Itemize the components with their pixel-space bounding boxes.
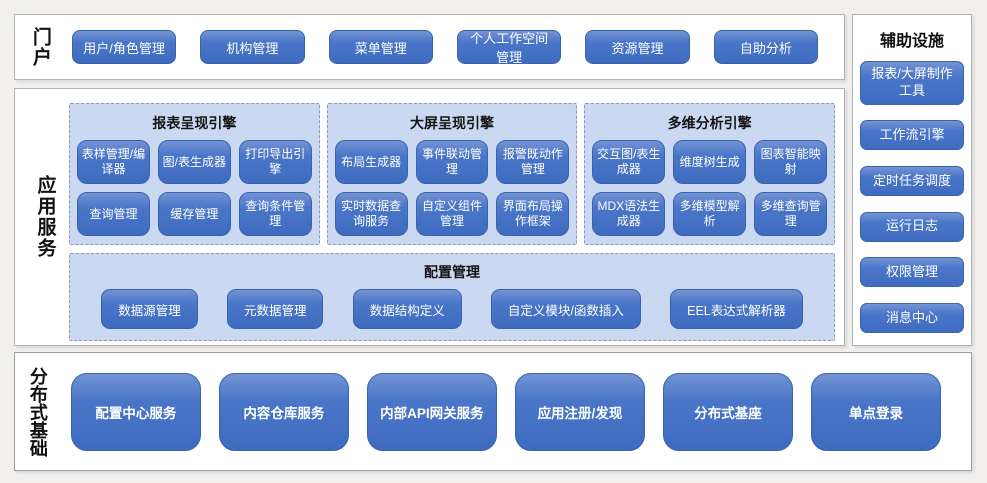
portal-node-workspace: 个人工作空间管理 [456, 30, 562, 65]
auxiliary-node-scheduler: 定时任务调度 [860, 166, 964, 197]
config-node-row: 数据源管理 元数据管理 数据结构定义 自定义模块/函数插入 EEL表达式解析器 [82, 289, 822, 329]
app-services-body: 报表呈现引擎 表样管理/编译器 图/表生成器 打印导出引擎 查询管理 缓存管理 … [69, 89, 844, 345]
portal-node-selfservice: 自助分析 [713, 30, 819, 64]
auxiliary-node-logs: 运行日志 [860, 211, 964, 242]
engine-node: 交互图/表生成器 [592, 140, 666, 184]
config-node: EEL表达式解析器 [670, 289, 803, 329]
engine-title: 大屏呈现引擎 [410, 115, 494, 131]
engine-node: 布局生成器 [334, 140, 408, 184]
engine-panel-olap: 多维分析引擎 交互图/表生成器 维度树生成 图表智能映射 MDX语法生成器 多维… [584, 103, 836, 245]
engine-node: MDX语法生成器 [592, 192, 666, 236]
engine-title: 多维分析引擎 [667, 115, 752, 131]
config-node: 元数据管理 [226, 289, 324, 329]
engine-node: 多维查询管理 [754, 192, 828, 236]
foundation-section: 分布式基础 配置中心服务 内容仓库服务 内部API网关服务 应用注册/发现 分布… [14, 352, 972, 471]
auxiliary-node-workflow: 工作流引擎 [860, 120, 964, 151]
engine-node: 维度树生成 [673, 140, 747, 184]
foundation-node-config-center: 配置中心服务 [70, 372, 201, 451]
engine-node: 打印导出引擎 [238, 140, 312, 184]
config-node: 数据结构定义 [352, 289, 462, 329]
auxiliary-node-permissions: 权限管理 [860, 257, 964, 288]
foundation-node-app-registry: 应用注册/发现 [514, 372, 645, 451]
config-title: 配置管理 [424, 264, 480, 280]
engine-row: 报表呈现引擎 表样管理/编译器 图/表生成器 打印导出引擎 查询管理 缓存管理 … [69, 103, 836, 245]
foundation-node-content-repo: 内容仓库服务 [218, 372, 349, 451]
engine-node: 多维模型解析 [673, 192, 747, 236]
portal-node-row: 用户/角色管理 机构管理 菜单管理 个人工作空间管理 资源管理 自助分析 [50, 30, 844, 65]
foundation-node-row: 配置中心服务 内容仓库服务 内部API网关服务 应用注册/发现 分布式基座 单点… [47, 372, 971, 451]
engine-node: 自定义组件管理 [415, 192, 489, 236]
engine-node: 图表智能映射 [754, 140, 828, 184]
engine-node: 表样管理/编译器 [77, 140, 150, 184]
engine-node: 实时数据查询服务 [334, 192, 408, 236]
engine-node: 查询条件管理 [238, 192, 312, 236]
foundation-section-label: 分布式基础 [27, 366, 48, 457]
portal-node-organization: 机构管理 [200, 30, 305, 64]
auxiliary-node-message-center: 消息中心 [860, 302, 964, 333]
portal-node-menu: 菜单管理 [328, 30, 433, 64]
config-panel: 配置管理 数据源管理 元数据管理 数据结构定义 自定义模块/函数插入 EEL表达… [69, 253, 835, 341]
engine-panel-report: 报表呈现引擎 表样管理/编译器 图/表生成器 打印导出引擎 查询管理 缓存管理 … [69, 103, 320, 245]
portal-node-user-role: 用户/角色管理 [71, 30, 177, 64]
auxiliary-section-title: 辅助设施 [879, 33, 944, 50]
foundation-node-sso: 单点登录 [810, 372, 941, 451]
auxiliary-node-authoring-tools: 报表/大屏制作工具 [860, 61, 964, 105]
foundation-node-api-gateway: 内部API网关服务 [366, 372, 497, 451]
auxiliary-node-column: 报表/大屏制作工具 工作流引擎 定时任务调度 运行日志 权限管理 消息中心 [860, 53, 964, 333]
auxiliary-section: 辅助设施 报表/大屏制作工具 工作流引擎 定时任务调度 运行日志 权限管理 消息… [852, 14, 972, 346]
app-services-section: 应用服务 报表呈现引擎 表样管理/编译器 图/表生成器 打印导出引擎 查询管理 … [14, 88, 845, 346]
engine-grid: 布局生成器 事件联动管理 报警既动作管理 实时数据查询服务 自定义组件管理 界面… [334, 140, 570, 236]
engine-node: 界面布局操作框架 [496, 192, 570, 236]
portal-node-resource: 资源管理 [585, 30, 690, 64]
engine-node: 缓存管理 [157, 192, 231, 236]
portal-section: 门户 用户/角色管理 机构管理 菜单管理 个人工作空间管理 资源管理 自助分析 [14, 14, 845, 80]
engine-title: 报表呈现引擎 [152, 115, 237, 131]
app-services-section-label: 应用服务 [34, 175, 56, 259]
config-node: 自定义模块/函数插入 [490, 289, 641, 329]
engine-node: 报警既动作管理 [496, 140, 570, 184]
engine-grid: 交互图/表生成器 维度树生成 图表智能映射 MDX语法生成器 多维模型解析 多维… [592, 140, 828, 236]
engine-node: 事件联动管理 [415, 140, 489, 184]
engine-node: 查询管理 [77, 192, 150, 236]
foundation-node-distributed-base: 分布式基座 [662, 372, 793, 451]
portal-section-label: 门户 [29, 27, 51, 67]
engine-grid: 表样管理/编译器 图/表生成器 打印导出引擎 查询管理 缓存管理 查询条件管理 [77, 140, 312, 236]
engine-node: 图/表生成器 [157, 140, 231, 184]
engine-panel-dashboard: 大屏呈现引擎 布局生成器 事件联动管理 报警既动作管理 实时数据查询服务 自定义… [326, 103, 578, 245]
config-node: 数据源管理 [101, 289, 198, 329]
